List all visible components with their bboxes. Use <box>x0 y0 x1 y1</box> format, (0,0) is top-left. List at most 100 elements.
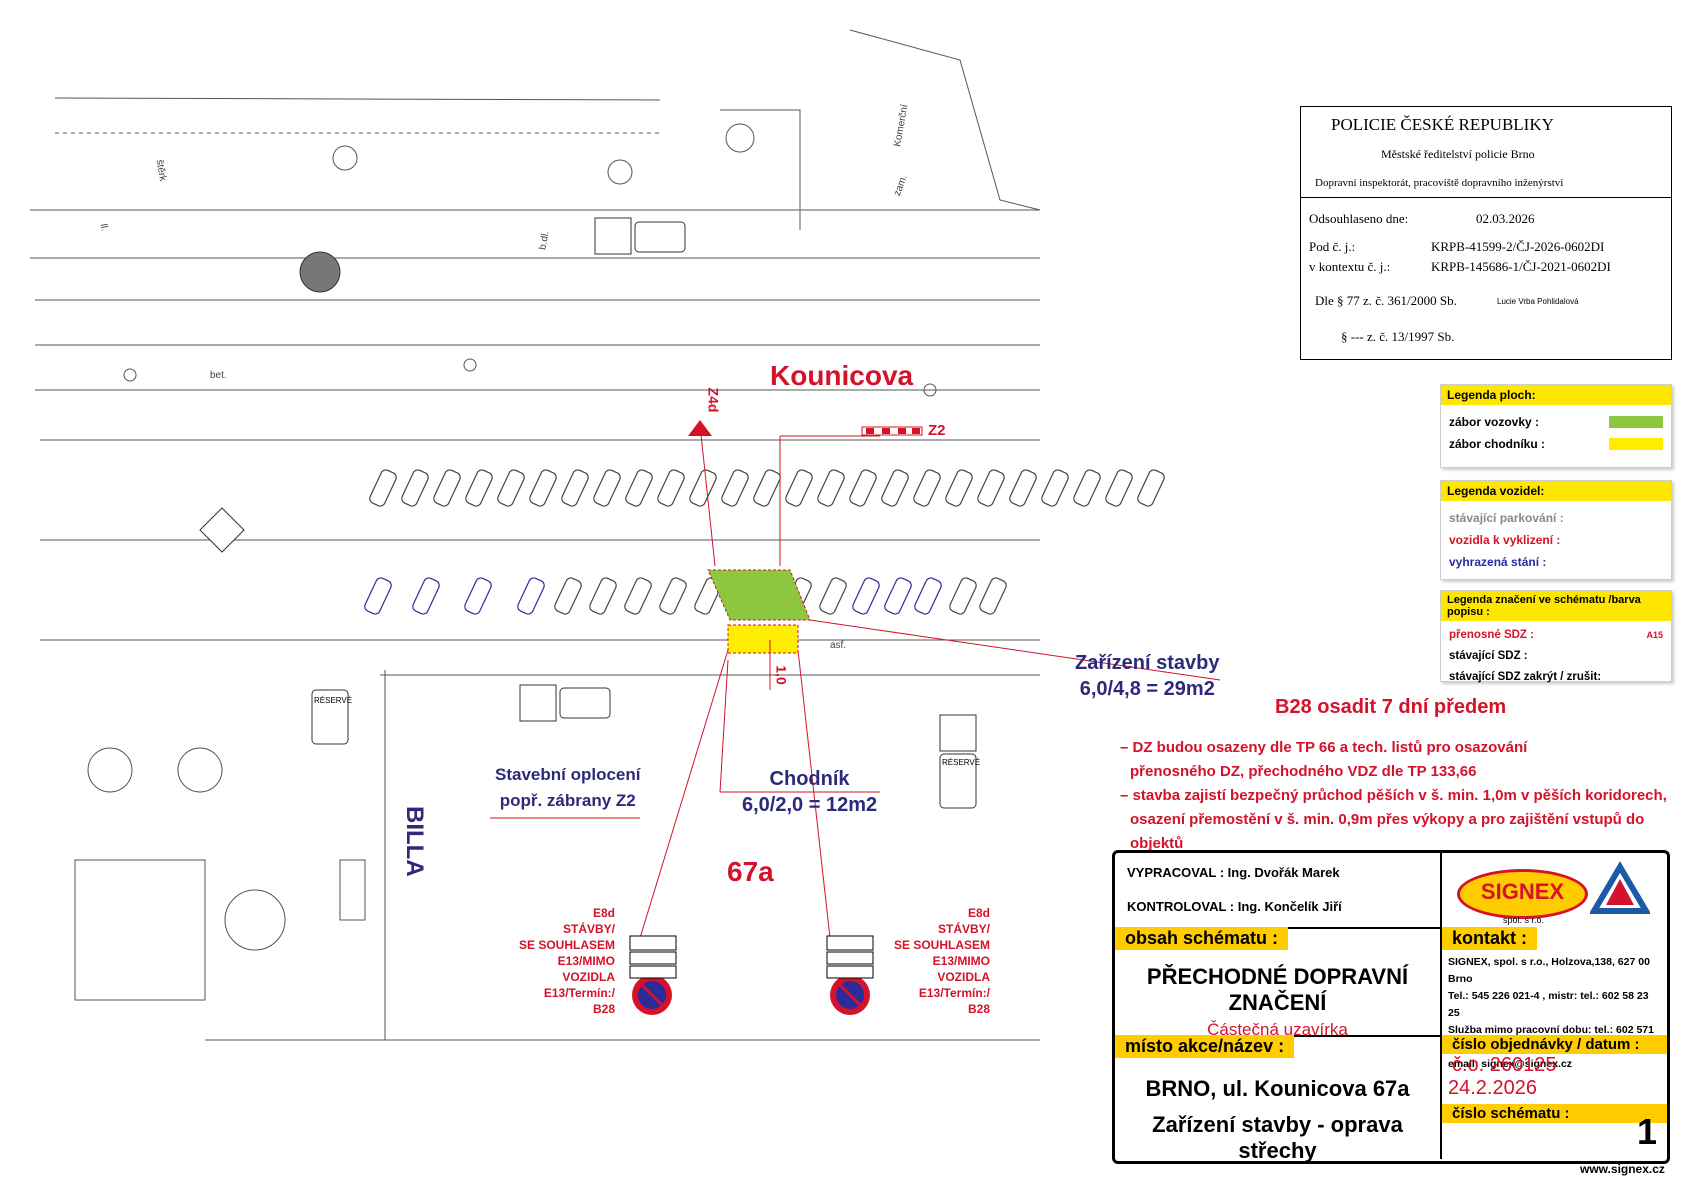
parked-car <box>401 469 429 507</box>
parked-car <box>914 577 942 615</box>
misto-2: Zařízení stavby - oprava střechy <box>1152 1112 1403 1163</box>
chodnik-title: Chodník <box>769 768 850 790</box>
vypracoval: VYPRACOVAL : Ing. Dvořák Marek <box>1127 865 1340 880</box>
parked-car <box>753 469 781 507</box>
parked-car <box>721 469 749 507</box>
parked-car <box>884 577 912 615</box>
ref-label: Pod č. j.: <box>1309 239 1356 254</box>
parked-car <box>589 577 617 615</box>
legend-item: zábor chodníku : <box>1449 433 1663 455</box>
z2-label: Z2 <box>928 422 946 439</box>
legend-item: zábor vozovky : <box>1449 411 1663 433</box>
note-line: – stavba zajistí bezpečný průchod pěších… <box>1120 787 1667 804</box>
sign-line: E13/Termín:/ <box>543 986 615 1000</box>
zarizeni-title: Zařízení stavby <box>1075 652 1220 674</box>
reserve-label: RÉSERVÉ <box>942 758 981 767</box>
note-line: přenosného DZ, přechodného VDZ dle TP 13… <box>1130 763 1477 780</box>
legend-plochy: Legenda ploch: zábor vozovky : zábor cho… <box>1440 384 1672 468</box>
sign-line: E13/MIMO VOZIDLA <box>557 954 615 984</box>
parked-car <box>852 577 880 615</box>
street-name: Kounicova <box>770 360 914 391</box>
parked-car <box>1009 469 1037 507</box>
misto-1: BRNO, ul. Kounicova 67a <box>1145 1076 1410 1101</box>
legend-item: vozidla k vyklizení : <box>1449 533 1561 547</box>
parked-car <box>1073 469 1101 507</box>
parked-car <box>1137 469 1165 507</box>
parked-car <box>817 469 845 507</box>
legend-item: přenosné SDZ : A15 <box>1449 629 1663 641</box>
bet-label: bet. <box>210 370 227 381</box>
sign-line: E8d <box>592 906 615 920</box>
zarizeni-value: 6,0/4,8 = 29m2 <box>1079 678 1215 700</box>
parked-car <box>657 469 685 507</box>
approved-label: Odsouhlaseno dne: <box>1309 211 1409 226</box>
ctx-label: v kontextu č. j.: <box>1309 259 1391 274</box>
schema-number: 1 <box>1636 1111 1657 1152</box>
parked-car <box>624 577 652 615</box>
cislo-label: číslo objednávky / datum : <box>1442 1035 1667 1054</box>
logo-text: SIGNEX <box>1457 869 1588 919</box>
swatch <box>1609 416 1663 428</box>
signex-logo: SIGNEX spol. s r.o. <box>1445 859 1665 925</box>
asf-label: asf. <box>830 640 847 651</box>
police-approval-box: POLICIE ČESKÉ REPUBLIKY Městské ředitels… <box>1300 106 1672 360</box>
legend-title: Legenda vozidel: <box>1441 481 1671 501</box>
website: www.signex.cz <box>1580 1162 1665 1176</box>
dimension-label: 1,0 <box>773 665 790 685</box>
z4d-label: Z4d <box>705 387 722 413</box>
parked-car <box>554 577 582 615</box>
parked-car <box>433 469 461 507</box>
sign-line: E8d <box>967 906 990 920</box>
parked-car <box>785 469 813 507</box>
parked-car <box>517 577 545 615</box>
parked-car <box>945 469 973 507</box>
sign-line: STÁVBY/ <box>937 922 990 936</box>
police-sub1: Městské ředitelství policie Brno <box>1381 147 1535 161</box>
legend-znaceni: Legenda značení ve schématu /barva popis… <box>1440 590 1672 683</box>
parked-car <box>881 469 909 507</box>
sign-text-right: E8d STÁVBY/ SE SOUHLASEM E13/MIMO VOZIDL… <box>880 905 990 1017</box>
police-sub2: Dopravní inspektorát, pracoviště dopravn… <box>1315 177 1564 189</box>
parked-car <box>659 577 687 615</box>
legend-item: vyhrazená stání : <box>1449 555 1547 569</box>
oploceni-line2: popř. zábrany Z2 <box>499 791 636 810</box>
parked-car <box>465 469 493 507</box>
parked-car <box>849 469 877 507</box>
parked-car <box>1041 469 1069 507</box>
reserve-label: RÉSERVÉ <box>314 696 353 705</box>
obsah-2: Částečná uzavírka <box>1207 1020 1348 1039</box>
parked-car <box>913 469 941 507</box>
parked-car <box>364 577 392 615</box>
ref-value: KRPB-41599-2/ČJ-2026-0602DI <box>1431 239 1605 254</box>
parked-car <box>561 469 589 507</box>
legend-title: Legenda značení ve schématu /barva popis… <box>1441 591 1671 621</box>
kontakt-line: Tel.: 545 226 021-4 , mistr: tel.: 602 5… <box>1448 990 1649 1019</box>
cislo-value: č.o. 260125 <box>1452 1054 1557 1076</box>
number-label: 67a <box>727 856 774 887</box>
obsah-label: obsah schématu : <box>1115 927 1289 950</box>
sign-line: B28 <box>967 1002 990 1016</box>
note-line: – DZ budou osazeny dle TP 66 a tech. lis… <box>1120 739 1528 756</box>
kontakt-line: email: signex@signex.cz <box>1448 1058 1573 1070</box>
legend-item: stávající SDZ zakrýt / zrušit: <box>1449 671 1602 683</box>
sign-text-left: E8d STÁVBY/ SE SOUHLASEM E13/MIMO VOZIDL… <box>505 905 615 1017</box>
sign-line: SE SOUHLASEM <box>893 938 990 952</box>
sign-line: B28 <box>592 1002 615 1016</box>
obsah-1: PŘECHODNÉ DOPRAVNÍ ZNAČENÍ <box>1146 964 1409 1015</box>
legend-title: Legenda ploch: <box>1441 385 1671 405</box>
sign-line: SE SOUHLASEM <box>518 938 615 952</box>
swatch <box>1609 438 1663 450</box>
law2: § --- z. č. 13/1997 Sb. <box>1341 329 1455 344</box>
note-line: osazení přemostění v š. min. 0,9m přes v… <box>1130 811 1645 852</box>
parked-car <box>464 577 492 615</box>
oploceni-callout: Stavební oplocení popř. zábrany Z2 <box>495 762 640 814</box>
legend-vozidel: Legenda vozidel: stávající parkování : v… <box>1440 480 1672 580</box>
parked-car <box>529 469 557 507</box>
chodnik-value: 6,0/2,0 = 12m2 <box>742 794 878 816</box>
logo-sub: spol. s r.o. <box>1503 915 1545 925</box>
sign-line: E13/Termín:/ <box>918 986 990 1000</box>
parked-car <box>689 469 717 507</box>
datum-value: 24.2.2026 <box>1448 1077 1537 1099</box>
signer: Lucie Vrba Pohlidalová <box>1497 297 1579 306</box>
